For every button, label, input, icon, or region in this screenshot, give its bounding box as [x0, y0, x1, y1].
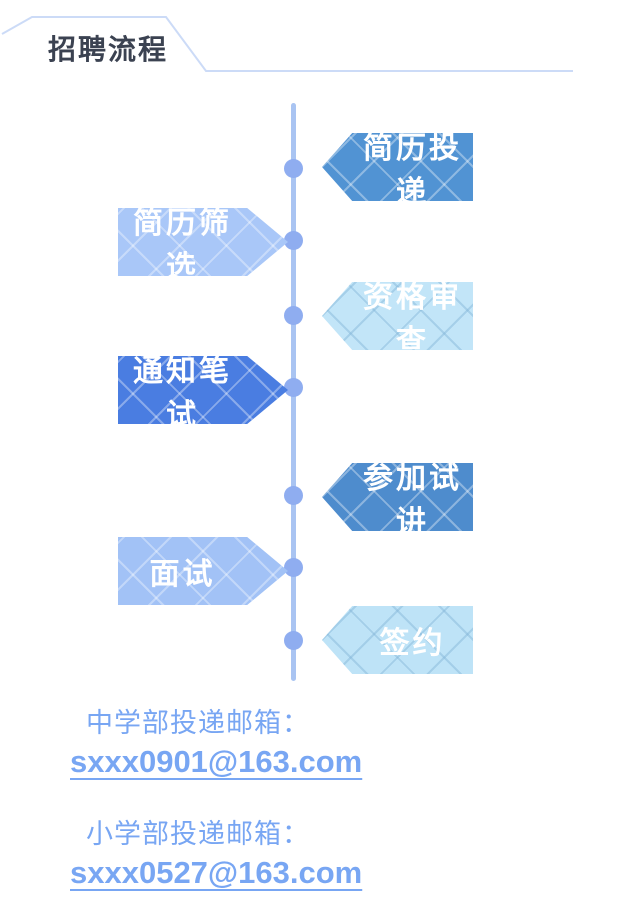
step-label: 签约 — [379, 627, 446, 660]
middle-school-email-label: 中学部投递邮箱： — [86, 708, 310, 738]
timeline-dot — [284, 558, 303, 577]
step-label: 通知笔试 — [133, 355, 232, 432]
step-label: 简历投递 — [363, 132, 462, 209]
timeline-dot — [284, 631, 303, 650]
step-banner-interview: 面试 — [118, 537, 288, 605]
step-banner-resume-submission: 简历投递 — [322, 133, 473, 201]
timeline-dot — [284, 486, 303, 505]
timeline-dot — [284, 378, 303, 397]
step-banner-trial-lecture: 参加试讲 — [322, 463, 473, 531]
step-label: 参加试讲 — [363, 462, 462, 539]
step-label: 资格审查 — [363, 281, 462, 358]
step-banner-resume-screening: 简历筛选 — [118, 208, 288, 276]
middle-school-email-link[interactable]: sxxx0901@163.com — [70, 744, 363, 779]
step-label: 简历筛选 — [133, 207, 232, 284]
header-accent-line — [1, 16, 573, 72]
timeline-dot — [284, 159, 303, 178]
step-banner-signing: 签约 — [322, 606, 473, 674]
primary-school-email-link[interactable]: sxxx0527@163.com — [70, 855, 363, 890]
timeline-dot — [284, 306, 303, 325]
step-label: 面试 — [149, 558, 216, 591]
page-title: 招聘流程 — [48, 34, 169, 65]
step-banner-written-test-notice: 通知笔试 — [118, 356, 288, 424]
step-banner-qualification-review: 资格审查 — [322, 282, 473, 350]
timeline-dot — [284, 231, 303, 250]
primary-school-email-label: 小学部投递邮箱： — [86, 819, 310, 849]
